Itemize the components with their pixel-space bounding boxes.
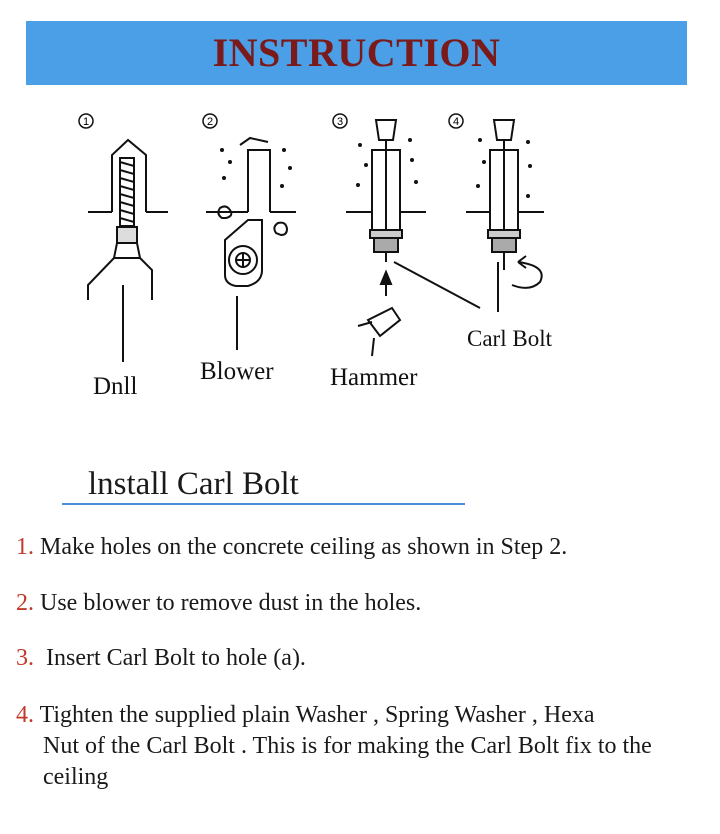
step-4-continued-line-2: ceiling (43, 764, 109, 790)
step-2-text: Use blower to remove dust in the holes. (34, 590, 422, 616)
step-4-continued-line-1: Nut of the Carl Bolt . This is for makin… (43, 733, 652, 759)
step-2: 2. Use blower to remove dust in the hole… (16, 588, 421, 619)
step-number-markers: 1 2 3 4 (78, 113, 464, 129)
step-1-number: 1. (16, 534, 34, 560)
step-4-number: 4. (16, 702, 34, 728)
step-3-number: 3. (16, 645, 34, 671)
blower-label: Blower (200, 358, 274, 385)
step4-carl-bolt-illustration (466, 119, 544, 312)
step1-drill-illustration (87, 138, 168, 362)
hammer-label: Hammer (330, 364, 418, 391)
step-3-text: Insert Carl Bolt to hole (a). (34, 645, 306, 671)
installation-diagram: 1 2 3 4 (78, 113, 544, 362)
section-underline (62, 503, 465, 505)
step-1-text: Make holes on the concrete ceiling as sh… (34, 534, 568, 560)
step-number-1: 1 (83, 116, 89, 128)
section-title: lnstall Carl Bolt (88, 466, 299, 502)
drill-label: Dnll (93, 373, 138, 400)
carl-bolt-label: Carl Bolt (467, 326, 552, 351)
step-4: 4. Tighten the supplied plain Washer , S… (16, 700, 595, 731)
step3-hammer-illustration (346, 119, 481, 357)
banner-title: INSTRUCTION (212, 30, 501, 75)
step-3: 3. Insert Carl Bolt to hole (a). (16, 643, 306, 674)
step-2-number: 2. (16, 590, 34, 616)
step-number-4: 4 (453, 116, 459, 128)
instruction-banner: INSTRUCTION (26, 21, 687, 85)
step-number-3: 3 (337, 116, 343, 128)
step-4-text: Tighten the supplied plain Washer , Spri… (34, 702, 595, 728)
step2-blower-illustration (206, 136, 296, 350)
step-number-2: 2 (207, 116, 213, 128)
step-1: 1. Make holes on the concrete ceiling as… (16, 532, 567, 563)
dust-particles (220, 138, 532, 198)
